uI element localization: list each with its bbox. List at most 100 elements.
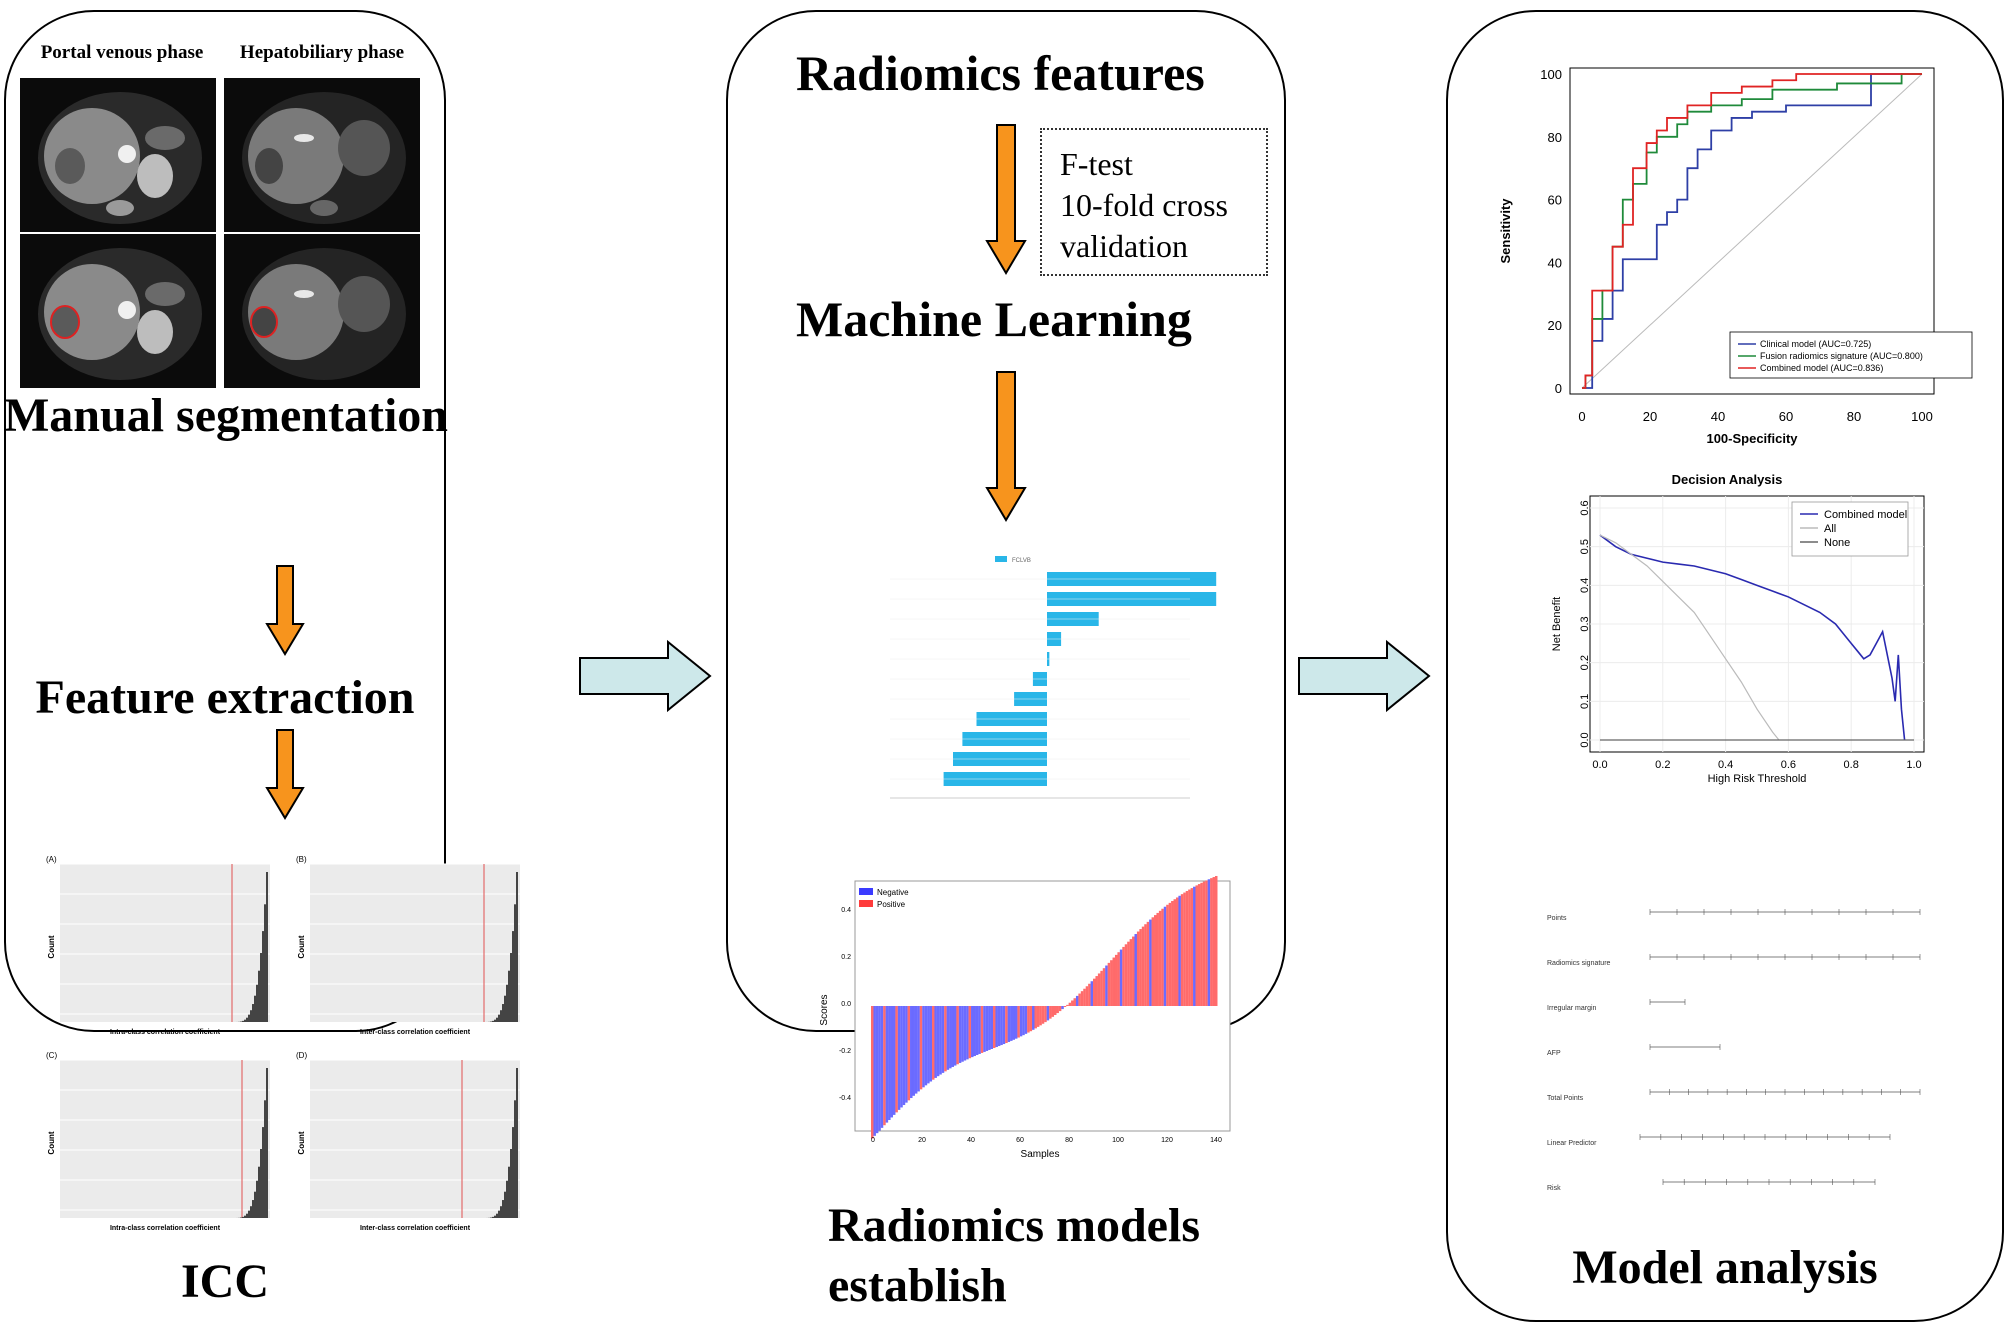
histogram-bar xyxy=(266,1068,268,1218)
x-tick-label: 80 xyxy=(1847,409,1861,424)
liver-scan-image xyxy=(38,92,202,224)
legend-label: FCLVB xyxy=(1012,558,1031,564)
score-bar xyxy=(1039,1006,1042,1026)
y-axis-label: Scores xyxy=(819,994,830,1025)
y-tick-label: 0.3 xyxy=(1579,616,1591,631)
score-bar xyxy=(919,1006,923,1090)
score-bar xyxy=(934,1006,937,1078)
score-bar xyxy=(975,1006,979,1055)
histogram-ylabel: Count xyxy=(47,935,56,958)
score-bar xyxy=(1166,904,1169,1006)
histogram-bar xyxy=(254,1191,256,1218)
score-bar xyxy=(895,1006,898,1113)
score-bar xyxy=(897,1006,901,1110)
histogram-bar xyxy=(248,1014,250,1022)
score-bar xyxy=(1097,973,1101,1006)
y-tick-label: 0.1 xyxy=(1579,694,1591,709)
score-bar xyxy=(1178,895,1181,1006)
legend-swatch xyxy=(995,556,1007,562)
legend-negative-swatch xyxy=(859,888,873,895)
liver-scan-image xyxy=(38,248,202,380)
score-bar xyxy=(1151,917,1155,1006)
score-bar xyxy=(1107,962,1111,1006)
histogram-bar xyxy=(494,1215,496,1218)
method-ftest: F-test xyxy=(1060,146,1133,182)
score-bar xyxy=(1010,1006,1013,1041)
score-bar xyxy=(951,1006,955,1067)
y-tick-label: 0.2 xyxy=(1579,655,1591,670)
score-bar xyxy=(1156,912,1159,1006)
score-bar xyxy=(1163,906,1167,1006)
score-bar xyxy=(1024,1006,1028,1034)
histogram-tag: (A) xyxy=(46,855,57,864)
score-bar xyxy=(988,1006,991,1050)
score-bar xyxy=(1012,1006,1016,1040)
y-tick-label: -0.4 xyxy=(839,1095,851,1102)
y-tick-label: 80 xyxy=(1548,130,1562,145)
y-tick-label: 0.4 xyxy=(1579,578,1591,593)
plot-frame xyxy=(1569,67,1935,395)
x-tick-label: 1.0 xyxy=(1906,759,1921,771)
score-bar xyxy=(1080,991,1084,1006)
liver-scan-image xyxy=(242,248,406,380)
manual-segmentation-title: Manual segmentation xyxy=(4,389,448,442)
score-bar xyxy=(1200,882,1203,1006)
score-bar xyxy=(905,1006,908,1103)
legend-negative-label: Negative xyxy=(877,888,909,897)
score-bar xyxy=(885,1006,889,1123)
score-bar xyxy=(1210,878,1213,1006)
histogram-bar xyxy=(514,904,516,1022)
histogram-bar xyxy=(498,1210,500,1218)
plot-background xyxy=(310,864,520,1022)
legend-label: Combined model xyxy=(1824,509,1907,521)
score-bar xyxy=(939,1006,942,1075)
score-bar xyxy=(946,1006,950,1070)
x-tick-label: 60 xyxy=(1779,409,1793,424)
radiomics-features-title: Radiomics features xyxy=(796,45,1205,101)
score-bar xyxy=(1114,954,1118,1006)
histogram-bar xyxy=(254,995,256,1022)
score-bar xyxy=(1063,1006,1067,1008)
score-bar xyxy=(1129,939,1133,1006)
score-bar xyxy=(1014,1006,1018,1039)
score-bar xyxy=(1205,880,1208,1006)
score-bar xyxy=(944,1006,947,1072)
score-bar xyxy=(922,1006,925,1088)
histogram-bar xyxy=(242,1020,244,1022)
score-bar xyxy=(1102,968,1106,1006)
score-bar xyxy=(1093,978,1096,1006)
roc-series-line xyxy=(1582,73,1922,389)
score-bar xyxy=(929,1006,933,1082)
x-axis-label: Samples xyxy=(1021,1149,1060,1160)
score-bar xyxy=(1049,1006,1052,1019)
histogram-bar xyxy=(492,1216,494,1218)
score-bar xyxy=(912,1006,915,1096)
y-tick-label: 40 xyxy=(1548,255,1562,270)
portal-venous-label: Portal venous phase xyxy=(40,42,204,63)
score-bar xyxy=(1154,915,1157,1006)
mri-portal-venous-roi xyxy=(20,234,216,388)
histogram-bar xyxy=(516,1068,518,1218)
histogram-bar xyxy=(244,1019,246,1022)
score-bar xyxy=(890,1006,894,1118)
score-bar xyxy=(1005,1006,1008,1044)
score-bar xyxy=(1095,976,1098,1006)
score-bar xyxy=(1171,901,1174,1006)
x-tick-label: 60 xyxy=(1016,1137,1024,1144)
x-tick-label: 20 xyxy=(1643,409,1657,424)
legend-positive-label: Positive xyxy=(877,900,906,909)
nomogram-row-label: AFP xyxy=(1547,1050,1561,1057)
score-bar xyxy=(1046,1006,1050,1021)
score-bar xyxy=(1044,1006,1047,1023)
score-bar xyxy=(880,1006,884,1128)
flow-arrow-icon xyxy=(1298,639,1431,713)
legend-box xyxy=(1791,501,1909,557)
score-bar xyxy=(1134,934,1137,1006)
method-validation: validation xyxy=(1060,228,1188,264)
histogram-tag: (C) xyxy=(46,1051,57,1060)
score-bar xyxy=(1056,1006,1059,1014)
dca-series-line xyxy=(1599,534,1906,741)
histogram-xlabel: Inter-class correlation coefficient xyxy=(360,1029,471,1036)
